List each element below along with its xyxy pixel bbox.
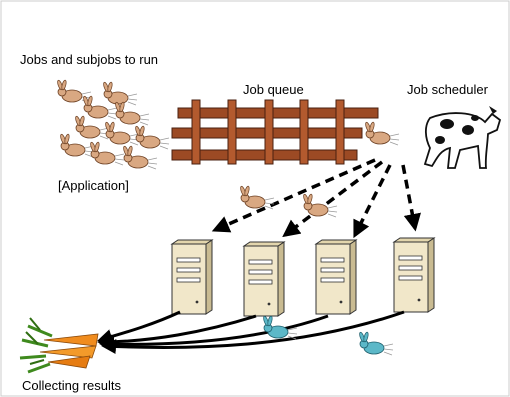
rabbit-icon bbox=[74, 115, 110, 140]
server-icon bbox=[315, 239, 357, 315]
rabbit-icon bbox=[358, 331, 394, 356]
rabbit-icon bbox=[102, 81, 138, 106]
rabbit-icon bbox=[364, 121, 400, 146]
server-icon bbox=[393, 237, 435, 313]
return-arrows bbox=[97, 310, 405, 355]
rabbit-icon bbox=[104, 121, 140, 146]
server-icon bbox=[171, 239, 213, 315]
jobs-label: Jobs and subjobs to run bbox=[20, 52, 159, 67]
results-label: Collecting results bbox=[22, 378, 121, 393]
rabbit-icon bbox=[302, 193, 338, 218]
rabbit-icon bbox=[89, 141, 125, 166]
rabbit-icon bbox=[134, 125, 170, 150]
queue-label: Job queue bbox=[243, 82, 304, 97]
rabbit-icon-group bbox=[56, 79, 170, 170]
application-label: [Application] bbox=[58, 178, 129, 193]
fence-icon bbox=[171, 99, 379, 165]
rabbit-icon bbox=[122, 145, 158, 170]
rabbit-icon bbox=[114, 101, 150, 126]
server-icon-group bbox=[171, 237, 435, 317]
scheduler-label: Job scheduler bbox=[407, 82, 488, 97]
server-icon bbox=[243, 241, 285, 317]
rabbit-icon bbox=[239, 185, 275, 210]
dog-icon bbox=[423, 106, 502, 169]
dispatch-arrows bbox=[211, 158, 421, 239]
carrot-icon bbox=[19, 317, 99, 374]
